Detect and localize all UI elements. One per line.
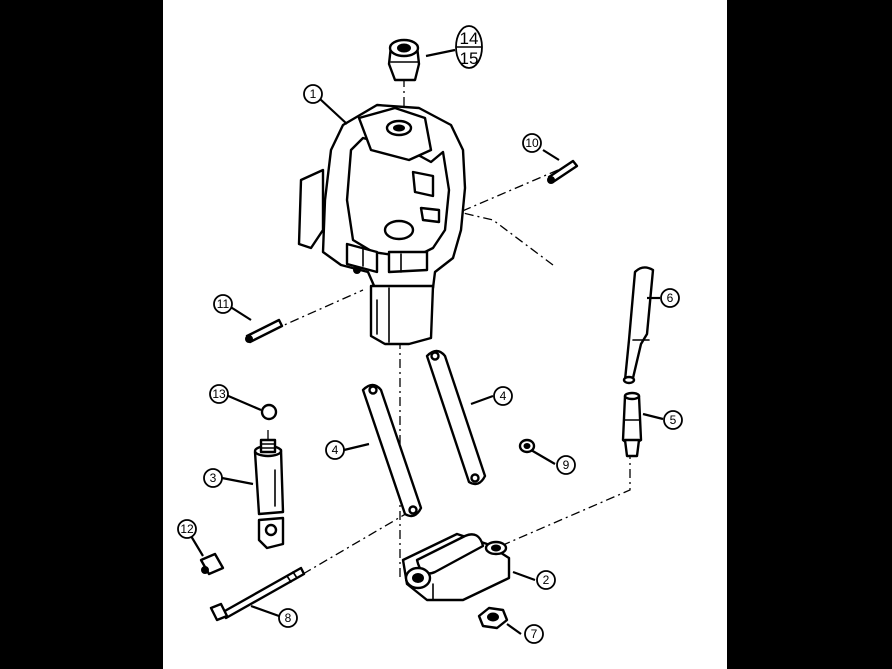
ball-13-part bbox=[260, 403, 278, 421]
svg-text:12: 12 bbox=[180, 522, 194, 536]
svg-text:4: 4 bbox=[500, 389, 507, 403]
callout-8: 8 bbox=[278, 608, 298, 628]
svg-text:9: 9 bbox=[563, 458, 570, 472]
svg-text:6: 6 bbox=[667, 291, 674, 305]
svg-text:14: 14 bbox=[460, 29, 479, 48]
callout-13: 13 bbox=[209, 384, 229, 404]
bolt-8-part bbox=[209, 566, 306, 622]
svg-text:15: 15 bbox=[460, 49, 479, 68]
callout-14-15: 14 15 bbox=[455, 25, 483, 69]
callout-10: 10 bbox=[522, 133, 542, 153]
cylinder-3-part bbox=[253, 438, 285, 550]
callout-7: 7 bbox=[524, 624, 544, 644]
pin-10-part bbox=[547, 159, 579, 184]
callout-12: 12 bbox=[177, 519, 197, 539]
svg-text:2: 2 bbox=[543, 573, 550, 587]
exploded-parts-diagram: 1 2 3 4 4 5 6 7 8 9 10 11 bbox=[177, 25, 683, 644]
svg-text:10: 10 bbox=[525, 136, 539, 150]
svg-text:4: 4 bbox=[332, 443, 339, 457]
link-4-left-part bbox=[361, 383, 423, 518]
nut-9-part bbox=[518, 438, 536, 454]
callout-3: 3 bbox=[203, 468, 223, 488]
callout-5: 5 bbox=[663, 410, 683, 430]
svg-text:13: 13 bbox=[212, 387, 226, 401]
callout-4-left: 4 bbox=[325, 440, 345, 460]
callout-9: 9 bbox=[556, 455, 576, 475]
svg-text:5: 5 bbox=[670, 413, 677, 427]
callout-11: 11 bbox=[213, 294, 233, 314]
link-4-right-part bbox=[425, 349, 487, 486]
pin-12-part bbox=[199, 552, 225, 576]
rod-6-part bbox=[622, 266, 655, 385]
pin-11-part bbox=[245, 318, 284, 344]
drawing-sheet: 1 2 3 4 4 5 6 7 8 9 10 11 bbox=[163, 0, 727, 669]
rod-5-part bbox=[621, 391, 643, 458]
svg-text:1: 1 bbox=[310, 87, 317, 101]
callout-1: 1 bbox=[303, 84, 323, 104]
callout-2: 2 bbox=[536, 570, 556, 590]
svg-text:7: 7 bbox=[531, 627, 538, 641]
main-frame-part bbox=[297, 103, 467, 346]
svg-text:11: 11 bbox=[217, 297, 230, 311]
bushing-part bbox=[387, 38, 421, 82]
callout-4-right: 4 bbox=[493, 386, 513, 406]
hex-nut-7-part bbox=[477, 606, 509, 630]
svg-text:3: 3 bbox=[210, 471, 217, 485]
bracket-2-part bbox=[401, 532, 511, 602]
svg-text:8: 8 bbox=[285, 611, 292, 625]
callout-6: 6 bbox=[660, 288, 680, 308]
leader-lines bbox=[190, 48, 664, 635]
